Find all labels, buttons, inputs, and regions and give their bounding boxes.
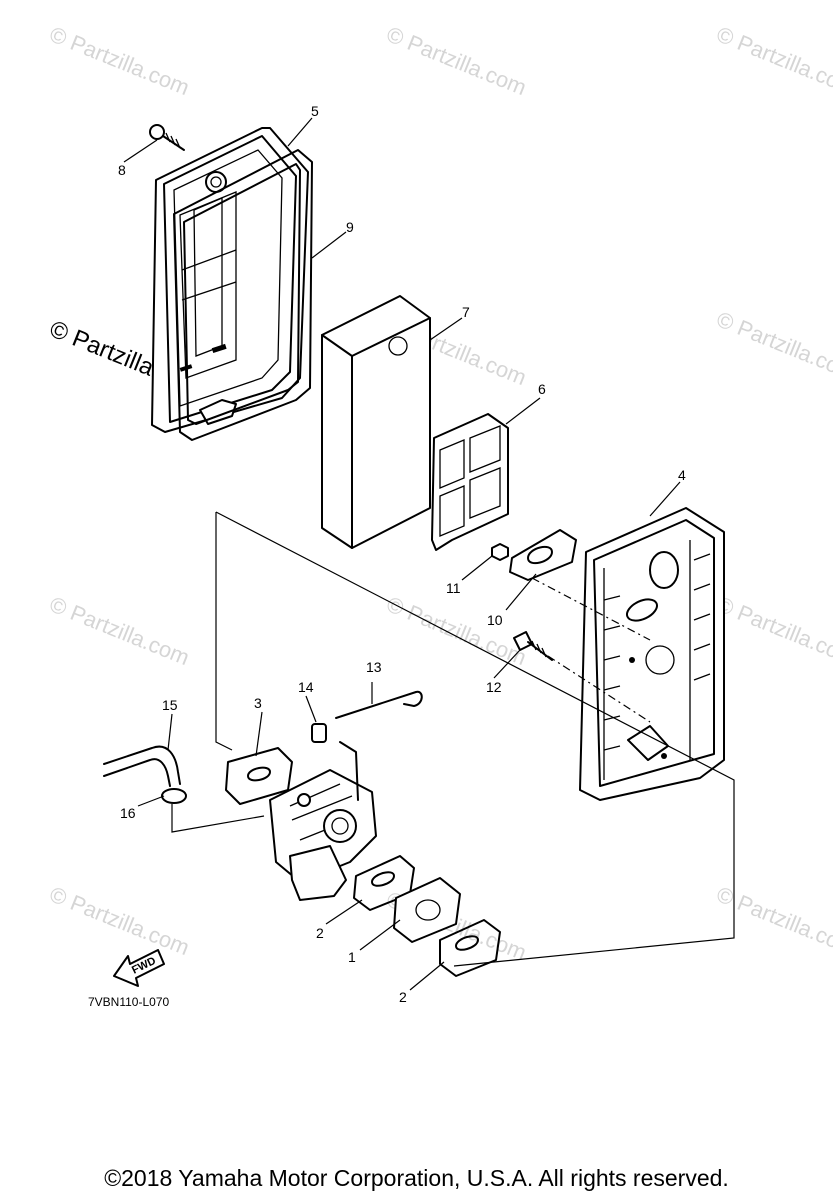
callout-14: 14: [298, 679, 314, 695]
part-15-hose: [103, 745, 181, 787]
watermark: © Partzilla.com: [713, 21, 833, 100]
part-5-cover: [151, 127, 309, 433]
part-9-gasket: [173, 149, 313, 441]
callout-13: 13: [366, 659, 382, 675]
callout-15: 15: [162, 697, 178, 713]
part-12-bolt: [513, 631, 553, 661]
part-14-collar: [311, 723, 327, 743]
callout-9: 9: [346, 219, 354, 235]
watermark: © Partzilla.com: [46, 881, 193, 960]
callout-4: 4: [678, 467, 686, 483]
callout-5: 5: [311, 103, 319, 119]
callout-leaders: [123, 117, 681, 991]
callout-16: 16: [120, 805, 136, 821]
part-1-insulator: [393, 877, 461, 943]
assembly-lines: [171, 511, 735, 967]
callout-11: 11: [446, 580, 461, 596]
callout-7: 7: [462, 304, 470, 320]
watermark: © Partzilla.com: [46, 591, 193, 670]
part-10-gasket: [509, 529, 577, 581]
copyright-notice: ©2018 Yamaha Motor Corporation, U.S.A. A…: [104, 1165, 729, 1191]
fwd-arrow: FWD: [113, 949, 165, 987]
drawing-code: 7VBN110-L070: [88, 995, 169, 1009]
callout-1: 1: [348, 949, 356, 965]
part-6-cage: [431, 413, 509, 551]
carburetor: [269, 741, 377, 901]
callouts: 8 5 9 7 6 4 11 10 12 13 14 3 15 16 2 1 2: [118, 103, 686, 1005]
part-11-nut: [491, 543, 509, 561]
callout-2-upper: 2: [316, 925, 324, 941]
watermark: © Partzilla.com: [46, 21, 193, 100]
callout-2-lower: 2: [399, 989, 407, 1005]
callout-6: 6: [538, 381, 546, 397]
callout-8: 8: [118, 162, 126, 178]
part-2-gasket-lower: [439, 919, 501, 977]
watermark: © Partzilla.com: [713, 591, 833, 670]
part-4-case: [579, 507, 725, 801]
watermark: © Partzilla.com: [383, 591, 530, 670]
part-13-rod: [335, 690, 423, 719]
watermark: © Partzilla.com: [713, 306, 833, 385]
callout-12: 12: [486, 679, 502, 695]
part-8-screw: [149, 124, 185, 151]
watermark: © Partzilla.com: [383, 21, 530, 100]
part-16-clip: [161, 788, 187, 804]
callout-3: 3: [254, 695, 262, 711]
watermark: © Partzilla.com: [713, 881, 833, 960]
part-7-element: [321, 295, 431, 549]
callout-10: 10: [487, 612, 503, 628]
